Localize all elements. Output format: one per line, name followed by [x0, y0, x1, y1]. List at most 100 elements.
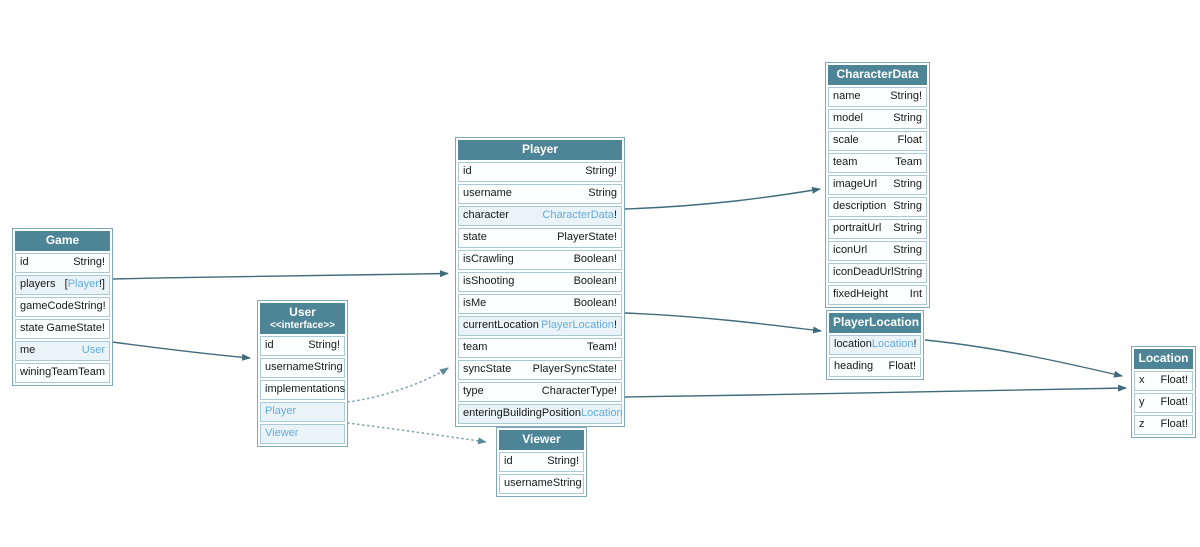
field-type: String!: [73, 255, 105, 268]
table-header: CharacterData: [828, 65, 927, 85]
field-type: Boolean!: [573, 252, 617, 265]
field-row: state GameState!: [15, 318, 110, 339]
edge-user-player-implementation: [347, 367, 449, 403]
field-type: String: [893, 221, 922, 234]
field-name: description: [833, 199, 887, 212]
field-row: id String!: [499, 451, 584, 472]
field-row: x Float!: [1134, 370, 1193, 391]
field-name: winingTeam: [20, 365, 79, 378]
field-name: name: [833, 89, 861, 102]
field-type: String!: [308, 339, 340, 352]
field-name: x: [1139, 373, 1145, 386]
field-type: CharacterType!: [541, 384, 617, 397]
field-row: name String!: [828, 86, 927, 107]
field-row: isCrawling Boolean!: [458, 249, 622, 270]
type-table-user: User<<interface>> id String! username St…: [257, 300, 348, 448]
field-type: String!: [890, 89, 922, 102]
field-row: location Location!: [829, 334, 921, 355]
implementation-row: Player: [260, 402, 345, 423]
type-link[interactable]: PlayerLocation: [541, 318, 614, 331]
field-row: model String: [828, 108, 927, 129]
type-link[interactable]: User: [81, 343, 105, 356]
field-row: username String: [260, 358, 345, 379]
field-row: username String: [458, 183, 622, 204]
field-type: String: [893, 243, 922, 256]
field-type: User: [82, 344, 105, 358]
field-name: fixedHeight: [833, 287, 889, 300]
table-header: Viewer: [499, 430, 584, 450]
field-type: String: [588, 186, 617, 199]
type-link[interactable]: Location: [581, 406, 623, 419]
type-link[interactable]: Viewer: [265, 427, 299, 440]
field-type: GameState!: [46, 321, 105, 334]
table-header: Game: [15, 231, 110, 251]
field-name: type: [463, 384, 484, 397]
type-table-viewer: Viewer id String! username String: [496, 427, 587, 497]
field-type: Team!: [587, 340, 617, 353]
field-row: imageUrl String: [828, 174, 927, 195]
edge-playerlocation-location-to-location: [924, 339, 1123, 378]
field-name: iconUrl: [833, 243, 868, 256]
edge-player-enteringbuildingposition-to-location: [624, 384, 1127, 398]
field-row: currentLocation PlayerLocation!: [458, 315, 622, 336]
field-type: String: [893, 265, 923, 278]
table-header: User<<interface>>: [260, 303, 345, 335]
field-row: enteringBuildingPosition Location: [458, 403, 623, 424]
field-type: PlayerState!: [557, 230, 617, 243]
field-name: imageUrl: [833, 177, 878, 190]
field-name: isMe: [463, 296, 487, 309]
field-type: Team: [78, 365, 105, 378]
field-name: heading: [834, 359, 874, 372]
type-link[interactable]: Location: [871, 337, 914, 350]
field-type: Location: [581, 407, 623, 421]
field-name: syncState: [463, 362, 512, 375]
field-name: team: [463, 340, 488, 353]
field-row: gameCode String!: [15, 296, 110, 317]
type-table-player: Player id String! username String charac…: [455, 137, 625, 427]
field-type: String: [893, 177, 922, 190]
type-link[interactable]: Player: [265, 405, 297, 418]
field-name: z: [1139, 417, 1145, 430]
field-row: fixedHeight Int: [828, 284, 927, 305]
field-name: isShooting: [463, 274, 515, 287]
field-type: String!: [585, 164, 617, 177]
field-row: iconDeadUrl String: [828, 262, 927, 283]
edge-game-players-to-player: [111, 270, 449, 280]
field-name: location: [834, 337, 872, 350]
field-row: id String!: [260, 336, 345, 357]
field-name: username: [265, 361, 314, 374]
field-type: PlayerSyncState!: [532, 362, 617, 375]
field-row: team Team: [828, 152, 927, 173]
field-row: syncState PlayerSyncState!: [458, 359, 622, 380]
edge-game-me-to-user: [111, 341, 251, 361]
field-row: character CharacterData!: [458, 205, 622, 226]
field-row: iconUrl String: [828, 240, 927, 261]
field-name: model: [833, 111, 863, 124]
field-row: team Team!: [458, 337, 622, 358]
field-type: [Player!]: [64, 277, 105, 290]
field-type: String!: [547, 454, 579, 467]
field-type: Team: [895, 155, 922, 168]
field-type: String: [552, 476, 582, 489]
implementation-row: Viewer: [260, 424, 345, 445]
field-name: id: [265, 339, 274, 352]
type-link[interactable]: CharacterData: [542, 208, 614, 221]
field-name: id: [504, 454, 513, 467]
field-name: iconDeadUrl: [833, 265, 894, 278]
field-name: id: [20, 255, 29, 268]
field-type: String: [893, 111, 922, 124]
field-row: scale Float: [828, 130, 927, 151]
field-row: y Float!: [1134, 392, 1193, 413]
field-row: isMe Boolean!: [458, 293, 622, 314]
field-type: PlayerLocation!: [541, 318, 617, 331]
field-name: scale: [833, 133, 859, 146]
field-row: players [Player!]: [15, 274, 110, 295]
field-row: z Float!: [1134, 414, 1193, 435]
field-name: me: [20, 343, 36, 356]
type-link[interactable]: Player: [67, 277, 99, 290]
field-type: String: [313, 361, 343, 374]
field-type: Float!: [1160, 373, 1188, 386]
field-name: gameCode: [20, 299, 74, 312]
field-row: description String: [828, 196, 927, 217]
